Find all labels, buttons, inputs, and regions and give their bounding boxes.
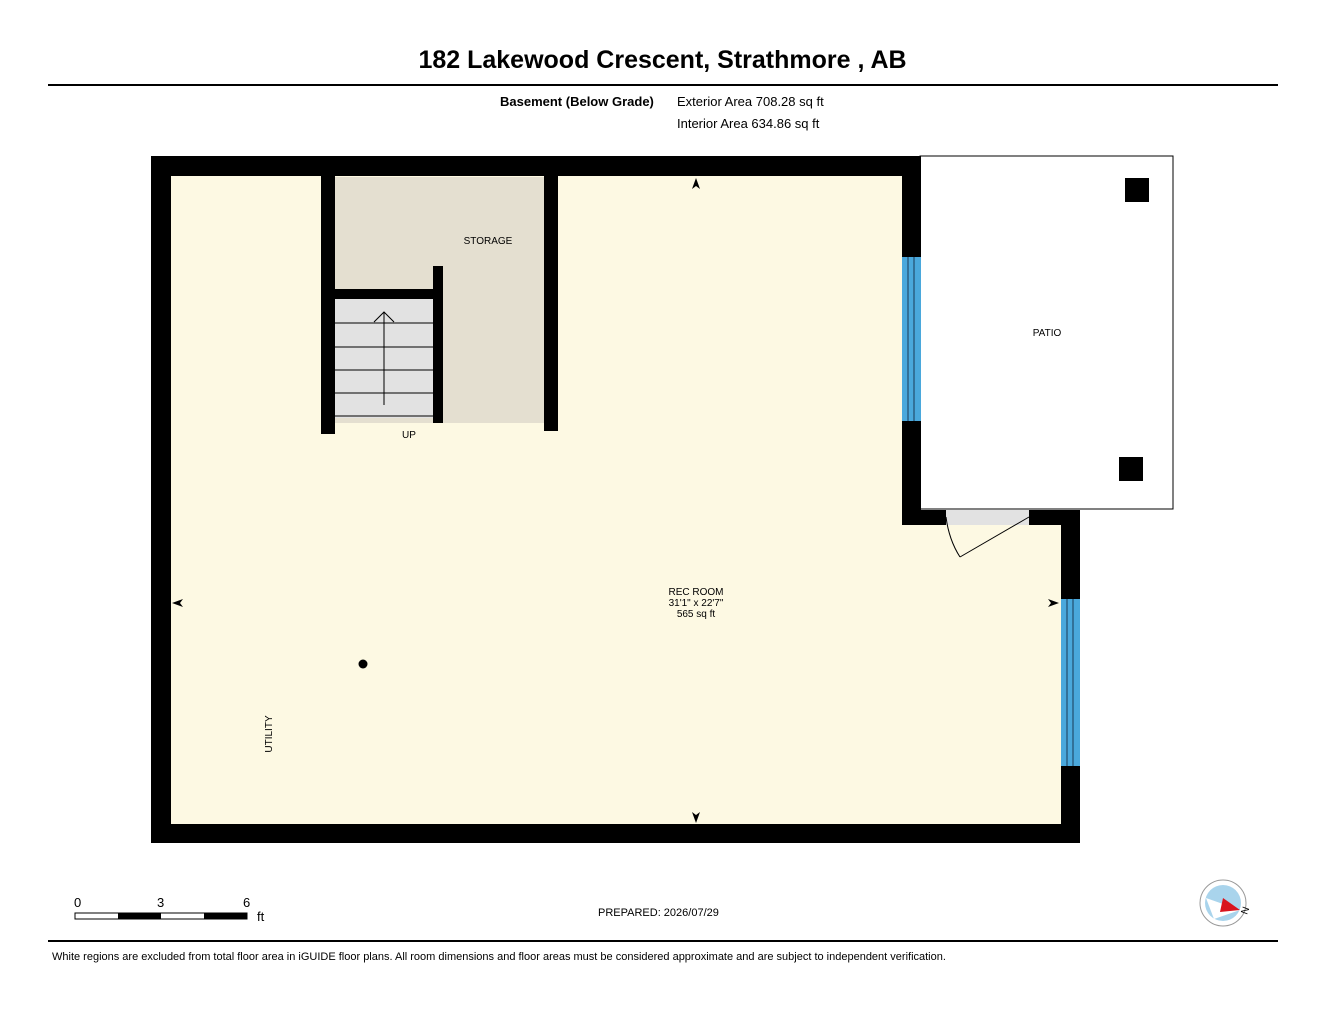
interior-walls (321, 174, 558, 434)
floor-label: Basement (Below Grade) (500, 94, 654, 109)
window-patio-side (902, 257, 921, 421)
stairs-up-arrow-icon (373, 311, 395, 405)
door-opening (946, 510, 1029, 525)
compass-north-label: N (1239, 905, 1252, 916)
door-swing (945, 516, 1030, 558)
wall-right-upper (1061, 510, 1080, 600)
wall-mid-right-lower (902, 420, 921, 525)
exterior-area: Exterior Area 708.28 sq ft (677, 94, 824, 109)
scale-tick-0: 0 (74, 895, 82, 910)
scale-unit: ft (257, 909, 265, 924)
dimension-arrows (172, 178, 1059, 823)
utility-label: UTILITY (264, 715, 275, 753)
wall-bottom (151, 824, 1080, 843)
stairs-label: UP (402, 430, 416, 441)
disclaimer: White regions are excluded from total fl… (52, 951, 946, 963)
arrow-bottom (692, 812, 700, 823)
wall-top (151, 156, 921, 176)
patio-post-top (1125, 178, 1149, 202)
compass-icon (1199, 879, 1247, 927)
scale-tick-6: 6 (243, 895, 251, 910)
patio-outline (919, 155, 1174, 510)
storage-wall-right (544, 174, 558, 431)
wall-mid-right-upper (902, 156, 921, 258)
arrow-right (1048, 599, 1059, 607)
floor-drain-dot (358, 659, 368, 669)
arrow-left (172, 599, 183, 607)
stairs-wall-top (335, 289, 435, 299)
rec-room-dimensions: 31'1" x 22'7" (669, 598, 724, 609)
rec-room-area: 565 sq ft (677, 609, 716, 620)
wall-right-lower (1061, 765, 1080, 843)
wall-left (151, 156, 171, 843)
header-rule (48, 84, 1278, 86)
storage-wall-left (321, 174, 335, 434)
stairs-wall-right (433, 266, 443, 423)
patio-label: PATIO (1033, 328, 1062, 339)
rec-room-name: REC ROOM (669, 587, 724, 598)
arrow-top (692, 178, 700, 189)
footer-rule (48, 940, 1278, 942)
page-title: 182 Lakewood Crescent, Strathmore , AB (418, 46, 907, 74)
rec-room-floor-extension (900, 523, 1062, 825)
exterior-walls (151, 156, 1080, 843)
interior-area: Interior Area 634.86 sq ft (677, 116, 820, 131)
patio-post-bottom (1119, 457, 1143, 481)
wall-step-left (902, 510, 946, 525)
window-east (1061, 599, 1080, 766)
scale-bar (74, 912, 248, 920)
scale-tick-3: 3 (157, 895, 165, 910)
prepared-date: PREPARED: 2026/07/29 (598, 907, 719, 919)
storage-label: STORAGE (464, 236, 513, 247)
